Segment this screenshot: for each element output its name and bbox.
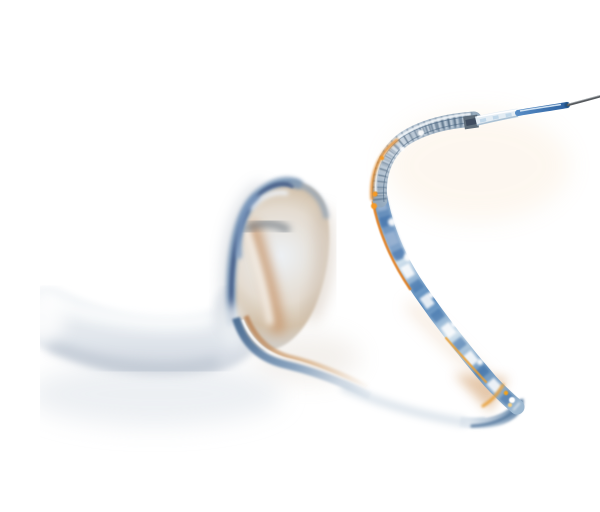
warm-glow <box>386 111 570 221</box>
stent-amber-dot-2 <box>380 156 384 160</box>
shaft-sparkle-3 <box>427 291 435 299</box>
balloon-blue-folds <box>479 112 517 123</box>
arc-white-stripe <box>240 319 367 392</box>
product-photo: Product photo of a coronary stent delive… <box>40 16 600 496</box>
arc-middle-faint <box>340 383 467 427</box>
stent-amber-dot-1 <box>372 191 378 197</box>
stent-sparkle-2 <box>399 146 405 152</box>
stent-struts-light <box>373 113 475 201</box>
marker-band <box>463 114 479 130</box>
delivery-catheter <box>370 94 600 415</box>
shaft-sparkle-5 <box>477 359 483 365</box>
tube-top-highlight <box>40 292 214 331</box>
loop-junction-blend <box>220 303 244 347</box>
shaft-sparkle-2 <box>404 253 412 261</box>
stent-amber-edge <box>370 138 399 201</box>
balloon-segment <box>475 108 519 126</box>
shaft-amber-left <box>371 200 412 291</box>
loop-right-fade <box>304 209 332 321</box>
loop-top-glint <box>249 190 289 211</box>
vertex-amber-dot <box>503 390 509 396</box>
stent-amber-dot-3 <box>371 203 377 209</box>
stent-mesh <box>370 111 482 209</box>
tube-soft-shadow <box>40 362 283 426</box>
guidewire-sheen <box>567 94 600 105</box>
tip-glint <box>519 103 562 112</box>
vertex-sparkle <box>509 397 515 403</box>
shaft-amber-right <box>444 336 488 384</box>
loop-inner-tan-band <box>246 222 285 335</box>
stent-sparkle-1 <box>418 130 424 136</box>
loop-blue-sheen <box>235 194 259 259</box>
arc-tan-stripe <box>243 315 370 390</box>
catheter-loop <box>220 177 360 382</box>
stent-rail-b <box>382 121 474 203</box>
vertex-gold-dot <box>508 403 512 407</box>
tip-body <box>515 102 570 116</box>
tube-end-fade <box>40 294 66 342</box>
tube-bottom-shade <box>46 340 220 374</box>
loop-white-crescent <box>241 222 274 326</box>
guidewire <box>566 94 600 107</box>
catheter-scene <box>40 16 600 496</box>
loop-dome-shadow <box>241 219 291 234</box>
guidewire-body <box>566 95 600 107</box>
balloon-bottom-edge <box>476 115 519 126</box>
balloon-top-edge <box>476 109 518 118</box>
loop-top-right-edge <box>291 180 329 219</box>
vertex-amber-glint <box>481 383 505 408</box>
shaft-sparkle-1 <box>388 218 396 226</box>
shaft-arc <box>232 315 524 429</box>
shaft-sparkle-4 <box>451 321 457 327</box>
marker-band-core <box>465 118 477 126</box>
stent-top-edge <box>374 112 472 193</box>
